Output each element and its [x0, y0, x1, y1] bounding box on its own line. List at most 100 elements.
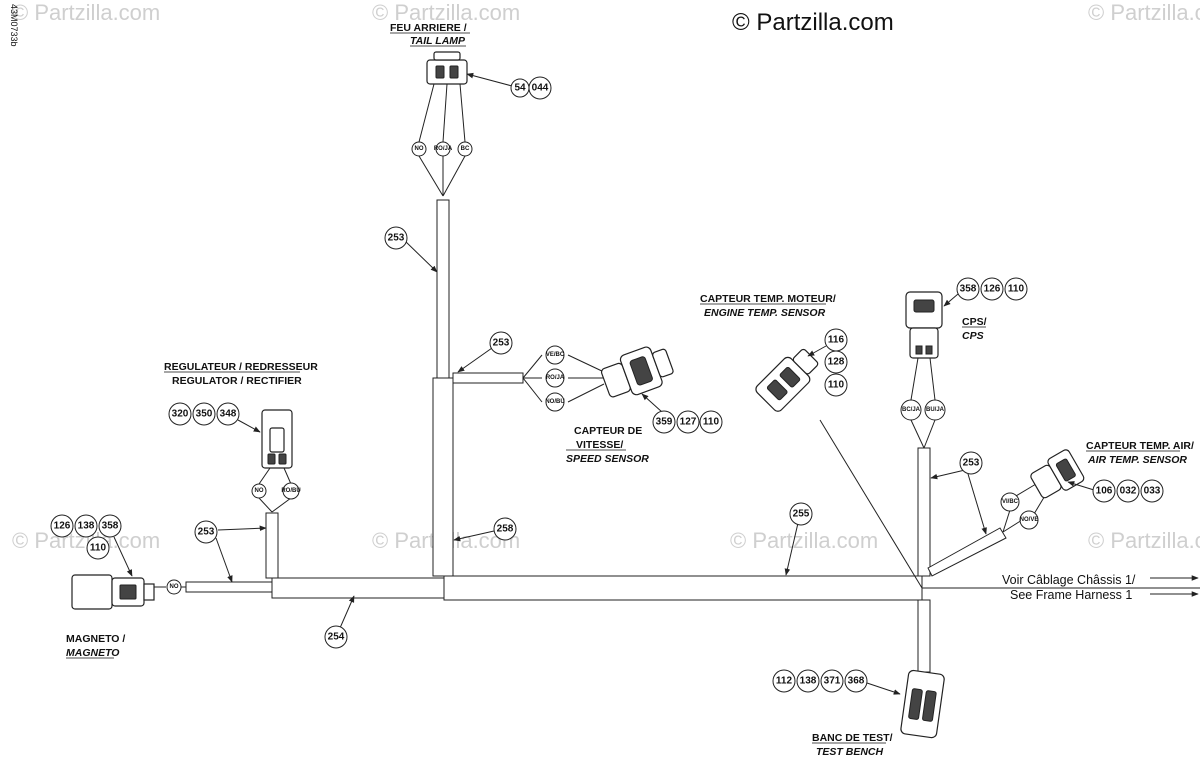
svg-text:NO: NO	[415, 146, 424, 152]
tail-lamp-connector	[426, 51, 468, 85]
part-number-callout	[1140, 479, 1164, 503]
cps-label-fr: CPS/	[962, 316, 987, 328]
watermark: © Partzilla.com	[12, 0, 160, 25]
svg-text:350: 350	[196, 409, 213, 420]
svg-text:368: 368	[848, 676, 865, 687]
svg-text:253: 253	[198, 527, 215, 538]
part-number-callout	[50, 514, 74, 538]
drawing-id: 43M0733b	[9, 4, 19, 47]
svg-text:128: 128	[828, 357, 845, 368]
air-temp-connector	[1030, 449, 1085, 499]
magneto-label-en: MAGNETO	[66, 647, 119, 659]
tail-lamp-label-en: TAIL LAMP	[410, 35, 466, 47]
wire-color-tag	[411, 141, 427, 157]
svg-text:RO/JA: RO/JA	[434, 146, 453, 152]
svg-text:126: 126	[54, 521, 71, 532]
svg-text:VE/BC: VE/BC	[546, 352, 565, 358]
air-temp-branch	[927, 527, 1007, 577]
watermarks: © Partzilla.com © Partzilla.com © Partzi…	[12, 0, 1200, 553]
air-temp-label-fr: CAPTEUR TEMP. AIR/	[1086, 440, 1194, 452]
trunk-section	[271, 577, 445, 599]
frame-note-en: See Frame Harness 1	[1010, 588, 1132, 602]
part-number-callout	[98, 514, 122, 538]
wire-color-tag	[924, 399, 946, 421]
regulator-label-en: REGULATOR / RECTIFIER	[172, 375, 302, 387]
svg-text:253: 253	[963, 458, 980, 469]
conduit-callout	[959, 451, 983, 475]
svg-text:358: 358	[960, 284, 977, 295]
wire-color-tag	[435, 141, 451, 157]
svg-text:138: 138	[800, 676, 817, 687]
wire-color-tag	[545, 345, 565, 365]
magneto-connector	[71, 574, 155, 610]
trunk-section	[443, 575, 923, 601]
watermark: © Partzilla.com	[372, 0, 520, 25]
svg-text:116: 116	[828, 335, 845, 346]
magneto-group: 126 138 358 110 NO MAGNETO / MAGNETO	[50, 514, 186, 659]
part-number-callout	[844, 669, 868, 693]
svg-text:BU/JA: BU/JA	[926, 407, 945, 413]
regulator-label-fr: REGULATEUR / REDRESSEUR	[164, 361, 318, 373]
wire-color-tag	[1019, 510, 1039, 530]
wire-color-tag	[1000, 492, 1020, 512]
svg-text:255: 255	[793, 509, 810, 520]
part-number-callout	[1092, 479, 1116, 503]
test-bench-connector	[900, 669, 945, 739]
part-number-callout	[676, 410, 700, 434]
svg-text:371: 371	[824, 676, 841, 687]
cps-label-en: CPS	[962, 330, 984, 342]
test-bench-label-en: TEST BENCH	[816, 746, 884, 757]
part-number-callout	[86, 536, 110, 560]
speed-sensor-branch	[452, 372, 524, 384]
svg-text:258: 258	[497, 524, 514, 535]
svg-text:348: 348	[220, 409, 237, 420]
speed-sensor-label-fr1: CAPTEUR DE	[574, 425, 642, 437]
magneto-label-fr: MAGNETO /	[66, 633, 125, 645]
air-temp-group: CAPTEUR TEMP. AIR/ AIR TEMP. SENSOR VI/B…	[1000, 440, 1194, 533]
cps-connector	[905, 291, 943, 359]
engine-temp-wire	[819, 419, 923, 589]
part-number-callout	[824, 373, 848, 397]
svg-text:126: 126	[984, 284, 1001, 295]
svg-text:BC: BC	[461, 146, 470, 152]
wire-color-tag	[457, 141, 473, 157]
svg-text:033: 033	[1144, 486, 1161, 497]
svg-text:RO/BU: RO/BU	[281, 488, 300, 494]
svg-text:127: 127	[680, 417, 697, 428]
svg-text:NO: NO	[170, 584, 179, 590]
trunk-section	[185, 581, 273, 593]
svg-text:106: 106	[1096, 486, 1113, 497]
conduit-callout	[489, 331, 513, 355]
copyright-notice: © Partzilla.com	[732, 9, 894, 36]
svg-text:044: 044	[532, 83, 549, 94]
svg-text:358: 358	[102, 521, 119, 532]
svg-text:NO/BU: NO/BU	[545, 399, 564, 405]
part-number-callout	[1004, 277, 1028, 301]
test-bench-branch	[917, 599, 931, 673]
part-number-callout	[956, 277, 980, 301]
tail-lamp-branch	[436, 199, 450, 379]
svg-text:110: 110	[90, 543, 107, 554]
part-number-callout	[1116, 479, 1140, 503]
part-number-callout	[216, 402, 240, 426]
svg-text:253: 253	[388, 233, 405, 244]
svg-text:VI/BC: VI/BC	[1002, 499, 1019, 505]
tail-lamp-group: FEU ARRIERE / TAIL LAMP NO RO/JA BC 54 0…	[390, 22, 552, 197]
regulator-connector	[261, 409, 293, 469]
watermark: © Partzilla.com	[1088, 0, 1200, 25]
vertical-branch	[432, 377, 454, 577]
conduit-callout	[789, 502, 813, 526]
wire-color-tag	[282, 482, 300, 500]
part-number-callout	[192, 402, 216, 426]
svg-text:BC/JA: BC/JA	[902, 407, 921, 413]
svg-text:254: 254	[328, 632, 345, 643]
part-number-callout	[824, 350, 848, 374]
svg-text:112: 112	[776, 676, 793, 687]
conduit-callouts: 253 253 253 253 258 255 254	[194, 226, 987, 649]
part-number-callout	[699, 410, 723, 434]
speed-sensor-connector	[600, 346, 674, 398]
wire-color-tag	[545, 392, 565, 412]
part-number-callout	[796, 669, 820, 693]
conduit-callout	[493, 517, 517, 541]
conduit-callout	[384, 226, 408, 250]
